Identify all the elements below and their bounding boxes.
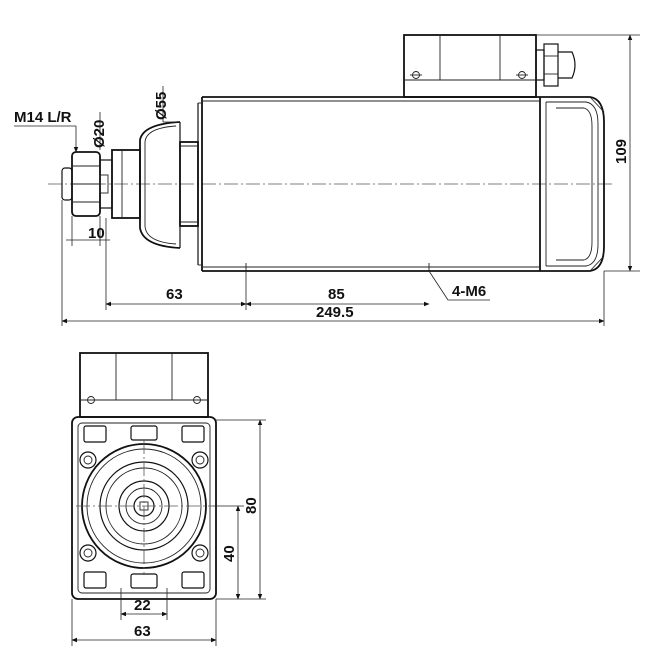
- front-dim-mount-height-label: 40: [221, 545, 238, 562]
- dia-shaft-label: Ø20: [91, 120, 108, 148]
- collet-nut: [61, 151, 109, 217]
- rear-end-cap: [540, 96, 605, 272]
- thread-label: M14 L/R: [14, 109, 72, 126]
- front-dim-height-label: 80: [243, 497, 260, 514]
- front-mount-holes: [79, 451, 209, 562]
- dim-front-label: 63: [166, 286, 183, 303]
- dim-mount-spacing-label: 85: [328, 286, 345, 303]
- front-dim-width-label: 63: [134, 623, 151, 640]
- front-view: 80 40 22 63: [71, 352, 266, 646]
- front-dim-slot-label: 22: [134, 597, 151, 614]
- side-view: Ø55 Ø20 M14 L/R 10 63 85 4-M6 249.5: [14, 34, 640, 326]
- dim-total-length-label: 249.5: [316, 304, 354, 321]
- dim-nut-label: 10: [88, 225, 105, 242]
- mount-holes-label: 4-M6: [452, 283, 486, 300]
- front-collar: [139, 121, 199, 249]
- front-flange-plate: [71, 416, 217, 600]
- cable-gland: [535, 43, 576, 87]
- dim-height-label: 109: [613, 139, 630, 164]
- junction-box: [403, 34, 537, 98]
- motor-body: [197, 96, 541, 272]
- dia-collar-label: Ø55: [153, 92, 170, 120]
- front-junction-box: [79, 352, 209, 418]
